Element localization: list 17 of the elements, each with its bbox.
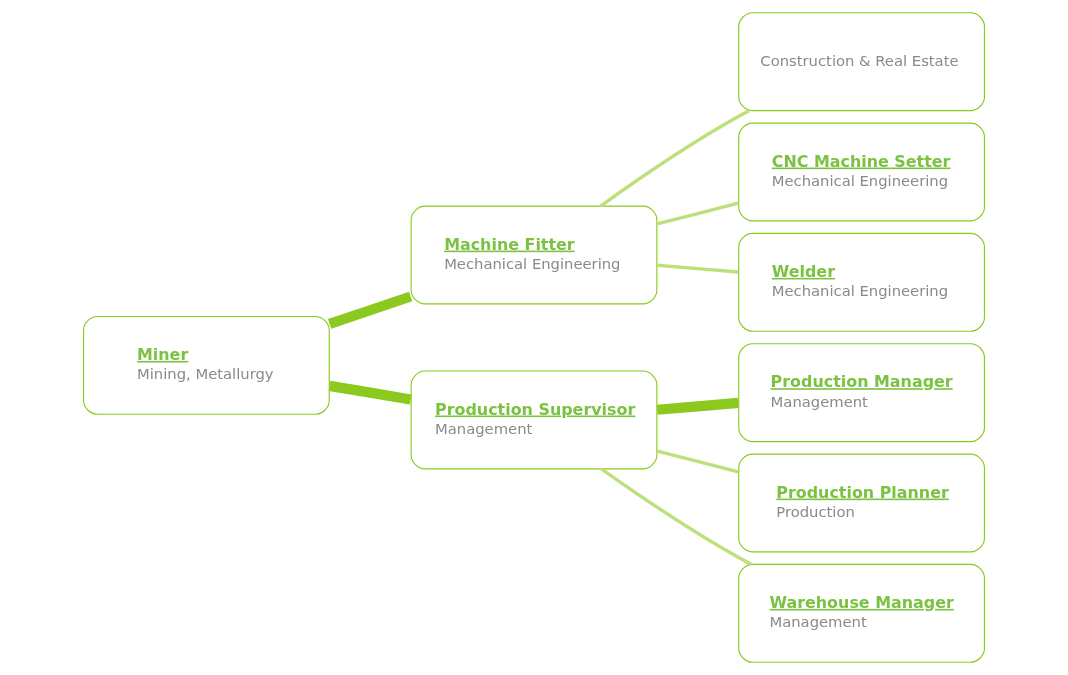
connector bbox=[656, 201, 739, 226]
connector bbox=[657, 263, 739, 274]
node-box: Machine Fitter Mechanical Engineering bbox=[410, 205, 658, 305]
node-box: Production Planner Production bbox=[738, 453, 986, 553]
node-box: Warehouse Manager Management bbox=[738, 563, 986, 663]
connector bbox=[599, 109, 750, 208]
connector bbox=[328, 380, 412, 405]
node-box: Welder Mechanical Engineering bbox=[738, 232, 986, 332]
node-box: Production Supervisor Management bbox=[410, 370, 658, 470]
connector bbox=[600, 467, 752, 566]
node-box: CNC Machine Setter Mechanical Engineering bbox=[738, 122, 986, 222]
node-box: Construction & Real Estate bbox=[738, 12, 986, 112]
connector bbox=[656, 449, 739, 474]
node-box: Miner Mining, Metallurgy bbox=[83, 315, 330, 415]
connector bbox=[656, 397, 739, 415]
connector bbox=[327, 291, 413, 329]
node-box: Production Manager Management bbox=[738, 343, 986, 443]
